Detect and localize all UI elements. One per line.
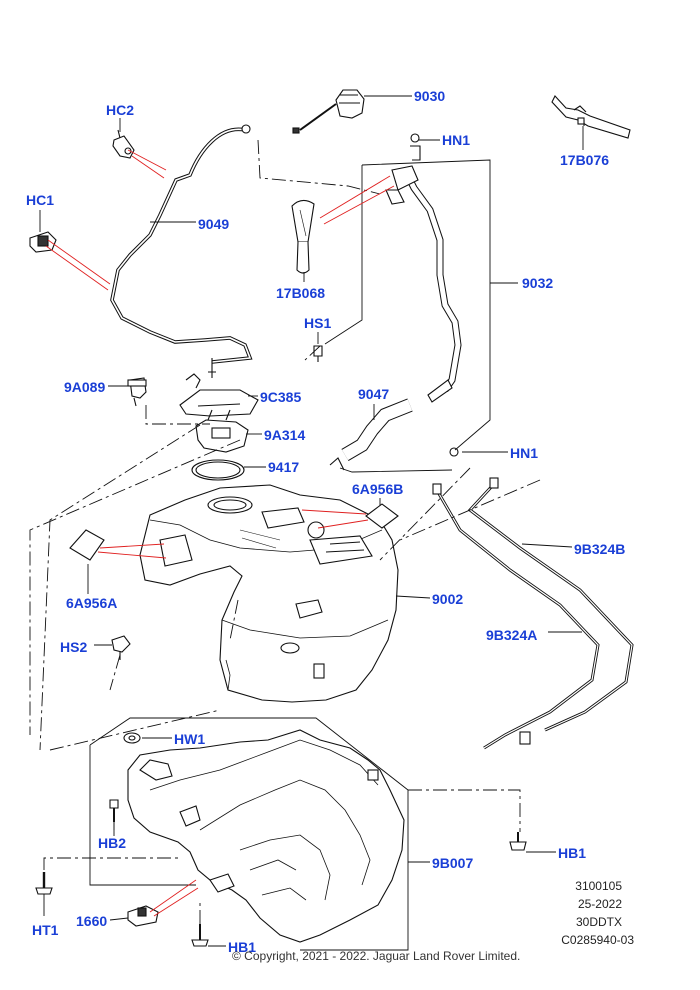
label-hs1: HS1 (304, 315, 332, 331)
fuel-line-9b324a (432, 483, 600, 750)
hose-clip-hc1 (29, 231, 57, 253)
fuel-filler-hose-part (329, 379, 459, 471)
ref-line-4: C0285940-03 (561, 933, 634, 947)
insulation-pad-6a956a (69, 529, 105, 561)
label-9047: 9047 (358, 386, 390, 402)
label-hb2: HB2 (98, 835, 127, 851)
stud-ht1 (35, 872, 53, 895)
sender-unit-9c385 (179, 373, 259, 417)
label-hn1-bottom: HN1 (510, 445, 539, 461)
label-hs2: HS2 (60, 639, 88, 655)
label-9032: 9032 (522, 275, 554, 291)
clip-bracket-part (551, 95, 631, 139)
label-6a956b: 6A956B (352, 481, 404, 497)
filler-pipe-part (385, 133, 462, 393)
label-9030: 9030 (414, 88, 446, 104)
label-hn1-top: HN1 (442, 132, 471, 148)
fuel-tank-part (139, 484, 399, 703)
screw-hs1 (313, 345, 323, 362)
label-ht1: HT1 (32, 922, 59, 938)
red-callout-lines (45, 149, 395, 917)
label-hb1-right: HB1 (558, 845, 587, 861)
funnel-part (291, 199, 315, 274)
label-9417: 9417 (268, 459, 300, 475)
assembly-lines (29, 139, 541, 924)
copyright-notice: © Copyright, 2021 - 2022. Jaguar Land Ro… (232, 949, 521, 963)
ref-line-3: 30DDTX (575, 915, 622, 929)
label-hc1: HC1 (26, 192, 55, 208)
fuel-line-9b324b (467, 477, 634, 745)
label-hw1: HW1 (174, 731, 206, 747)
hose-clip-hc2 (112, 129, 135, 159)
filler-cap-part (292, 89, 365, 134)
label-6a956a: 6A956A (66, 595, 118, 611)
valve-9a089 (127, 377, 147, 407)
label-17b076: 17B076 (560, 152, 610, 168)
label-9049: 9049 (198, 216, 230, 232)
screw-hs2 (111, 635, 131, 660)
heat-shield-9b007 (127, 729, 405, 943)
label-hc2: HC2 (106, 102, 135, 118)
fuel-pump-module-9a314 (195, 409, 249, 453)
bracket-frames (89, 717, 409, 951)
label-1660: 1660 (76, 913, 108, 929)
label-9c385: 9C385 (260, 389, 302, 405)
grommet-1660 (127, 905, 159, 927)
vent-pipe-part (110, 124, 253, 378)
leader-lines (39, 95, 584, 947)
label-9a314: 9A314 (264, 427, 306, 443)
ref-line-1: 3100105 (575, 879, 622, 893)
label-9002: 9002 (432, 591, 464, 607)
label-hb1-bottom: HB1 (228, 939, 257, 955)
label-17b068: 17B068 (276, 285, 326, 301)
label-9a089: 9A089 (64, 379, 106, 395)
washer-hw1 (123, 732, 141, 744)
label-9b324b: 9B324B (574, 541, 626, 557)
ref-line-2: 25-2022 (577, 897, 622, 911)
insulation-pad-6a956b (365, 503, 399, 529)
bolt-hb1-right (509, 832, 527, 851)
seal-ring-9417 (191, 459, 245, 481)
label-9b007: 9B007 (432, 855, 474, 871)
bolt-hb1-bottom (191, 924, 209, 947)
label-9b324a: 9B324A (486, 627, 538, 643)
bolt-hb2 (109, 799, 119, 822)
